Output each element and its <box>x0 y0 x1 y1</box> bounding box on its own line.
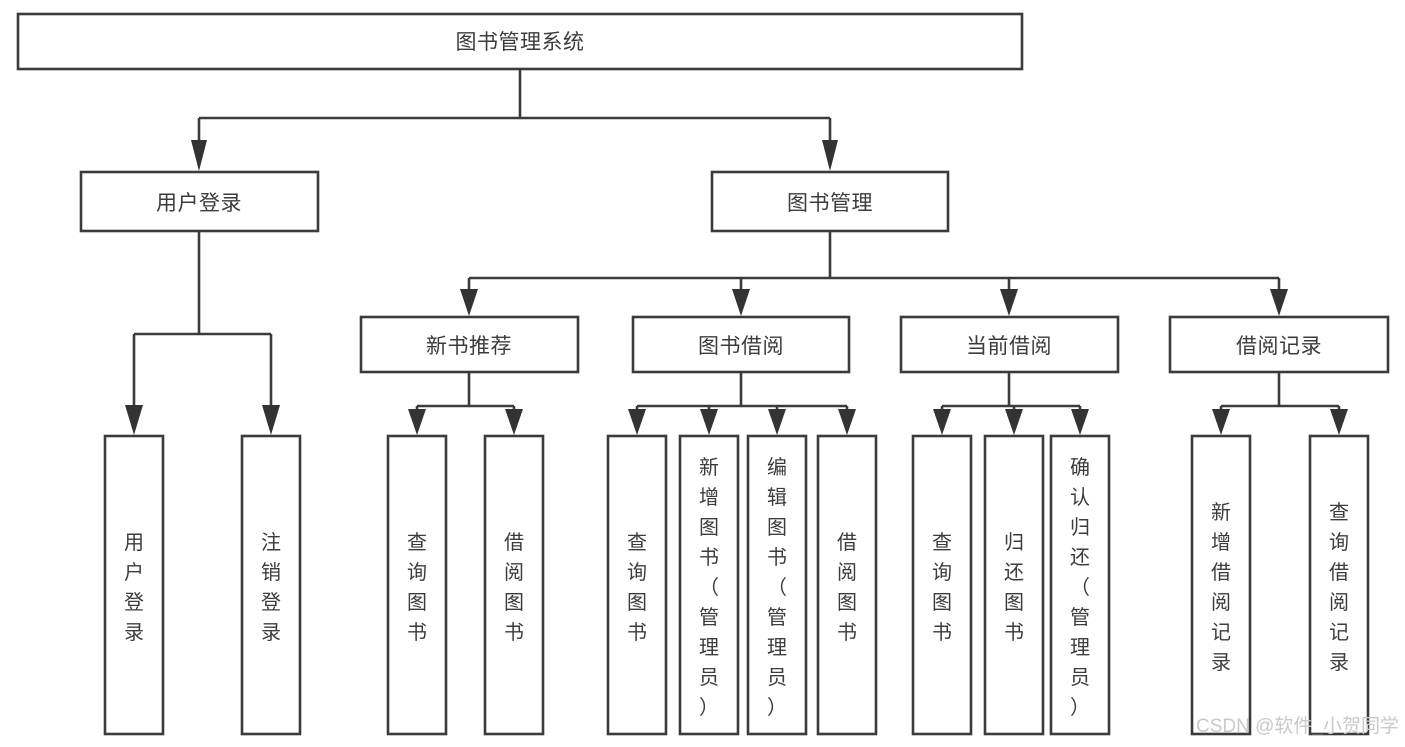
arrow-head-leaf-add-book <box>700 409 718 435</box>
node-root-box[interactable] <box>16 12 1024 71</box>
node-leaf-query-book-current-box[interactable] <box>911 434 973 736</box>
leaf-node-layer: 用户登录 注销登录 查询图书 借阅图书 查询图书 新增图书（管理员） 编辑图书（管理员） 借阅… <box>103 434 1370 736</box>
node-leaf-add-record-label: 新增借阅记录 <box>1211 501 1231 674</box>
node-current-borrow-box[interactable] <box>899 315 1120 374</box>
node-book-borrow[interactable]: 图书借阅 <box>631 315 851 374</box>
node-root-label: 图书管理系统 <box>456 31 585 54</box>
node-root[interactable]: 图书管理系统 <box>16 12 1024 71</box>
node-leaf-borrow-book-rec-box[interactable] <box>483 434 545 736</box>
node-leaf-query-record[interactable]: 查询借阅记录 <box>1308 434 1370 736</box>
node-leaf-borrow-book-label: 借阅图书 <box>837 531 857 644</box>
node-leaf-logout[interactable]: 注销登录 <box>240 434 302 736</box>
node-book-management-box[interactable] <box>710 170 950 233</box>
node-leaf-confirm-return-box[interactable] <box>1049 434 1111 736</box>
arrow-head-leaf-user-login <box>125 405 143 435</box>
node-leaf-add-record-box[interactable] <box>1190 434 1252 736</box>
node-leaf-edit-book-box[interactable] <box>746 434 808 736</box>
node-leaf-borrow-book-rec[interactable]: 借阅图书 <box>483 434 545 736</box>
node-leaf-return-book-label: 归还图书 <box>1004 531 1024 644</box>
node-leaf-query-book-borrow-box[interactable] <box>606 434 668 736</box>
node-leaf-return-book-box[interactable] <box>983 434 1045 736</box>
node-leaf-borrow-book-rec-label: 借阅图书 <box>504 531 524 644</box>
arrow-head-leaf-borrow-book-rec <box>505 409 523 435</box>
arrow-head-borrow-record <box>1270 289 1288 316</box>
node-current-borrow-label: 当前借阅 <box>966 335 1052 358</box>
node-borrow-record[interactable]: 借阅记录 <box>1168 315 1390 374</box>
connector-layer <box>125 69 1348 435</box>
node-leaf-query-book-current-label: 查询图书 <box>932 531 952 644</box>
node-book-management[interactable]: 图书管理 <box>710 170 950 233</box>
arrow-head-new-book-recommend <box>460 289 478 316</box>
csdn-watermark: CSDN @软件_小贺同学 <box>1196 715 1399 737</box>
node-user-login-label: 用户登录 <box>156 192 242 215</box>
node-layer: 图书管理系统 用户登录 图书管理 新书推荐 图书借阅 <box>16 12 1390 736</box>
node-leaf-confirm-return-label: 确认归还（管理员） <box>1070 456 1090 719</box>
node-book-management-label: 图书管理 <box>787 192 873 215</box>
node-leaf-query-book-current[interactable]: 查询图书 <box>911 434 973 736</box>
arrow-head-current-borrow <box>1000 289 1018 316</box>
node-leaf-add-book-box[interactable] <box>678 434 740 736</box>
node-current-borrow[interactable]: 当前借阅 <box>899 315 1120 374</box>
arrow-head-user-login <box>191 140 207 171</box>
node-leaf-confirm-return[interactable]: 确认归还（管理员） <box>1049 434 1111 736</box>
arrow-head-leaf-query-book-current <box>933 409 951 435</box>
node-leaf-query-book-rec-box[interactable] <box>386 434 448 736</box>
node-leaf-add-book[interactable]: 新增图书（管理员） <box>678 434 740 736</box>
node-book-borrow-label: 图书借阅 <box>698 335 784 358</box>
node-borrow-record-box[interactable] <box>1168 315 1390 374</box>
node-leaf-logout-box[interactable] <box>240 434 302 736</box>
node-leaf-borrow-book-box[interactable] <box>816 434 878 736</box>
node-leaf-query-book-rec-label: 查询图书 <box>407 531 427 644</box>
node-new-book-recommend[interactable]: 新书推荐 <box>359 315 580 374</box>
node-leaf-borrow-book[interactable]: 借阅图书 <box>816 434 878 736</box>
node-leaf-query-book-rec[interactable]: 查询图书 <box>386 434 448 736</box>
node-leaf-user-login-label: 用户登录 <box>124 532 144 644</box>
arrow-head-leaf-query-book-borrow <box>628 409 646 435</box>
node-user-login[interactable]: 用户登录 <box>79 170 320 233</box>
node-borrow-record-label: 借阅记录 <box>1236 335 1322 358</box>
node-new-book-recommend-box[interactable] <box>359 315 580 374</box>
arrow-head-leaf-edit-book <box>768 409 786 435</box>
node-user-login-box[interactable] <box>79 170 320 233</box>
node-leaf-edit-book-label: 编辑图书（管理员） <box>767 456 787 719</box>
node-leaf-user-login[interactable]: 用户登录 <box>103 434 165 736</box>
node-leaf-add-book-label: 新增图书（管理员） <box>699 456 719 719</box>
node-leaf-query-record-label: 查询借阅记录 <box>1329 501 1349 674</box>
node-book-borrow-box[interactable] <box>631 315 851 374</box>
node-leaf-query-record-box[interactable] <box>1308 434 1370 736</box>
arrow-head-leaf-logout <box>262 405 280 435</box>
node-leaf-user-login-box[interactable] <box>103 434 165 736</box>
node-leaf-logout-label: 注销登录 <box>261 531 281 644</box>
arrow-head-book-management <box>822 140 838 171</box>
node-new-book-recommend-label: 新书推荐 <box>426 335 512 358</box>
arrow-head-book-borrow <box>732 289 750 316</box>
arrow-head-leaf-return-book <box>1005 409 1023 435</box>
node-leaf-edit-book[interactable]: 编辑图书（管理员） <box>746 434 808 736</box>
arrow-head-leaf-query-record <box>1330 409 1348 435</box>
node-leaf-query-book-borrow-label: 查询图书 <box>627 531 647 644</box>
node-leaf-query-book-borrow[interactable]: 查询图书 <box>606 434 668 736</box>
arrow-head-leaf-confirm-return <box>1071 409 1089 435</box>
node-leaf-return-book[interactable]: 归还图书 <box>983 434 1045 736</box>
arrow-head-leaf-borrow-book <box>838 409 856 435</box>
arrow-head-leaf-query-book-rec <box>408 409 426 435</box>
node-leaf-add-record[interactable]: 新增借阅记录 <box>1190 434 1252 736</box>
arrow-head-leaf-add-record <box>1212 409 1230 435</box>
